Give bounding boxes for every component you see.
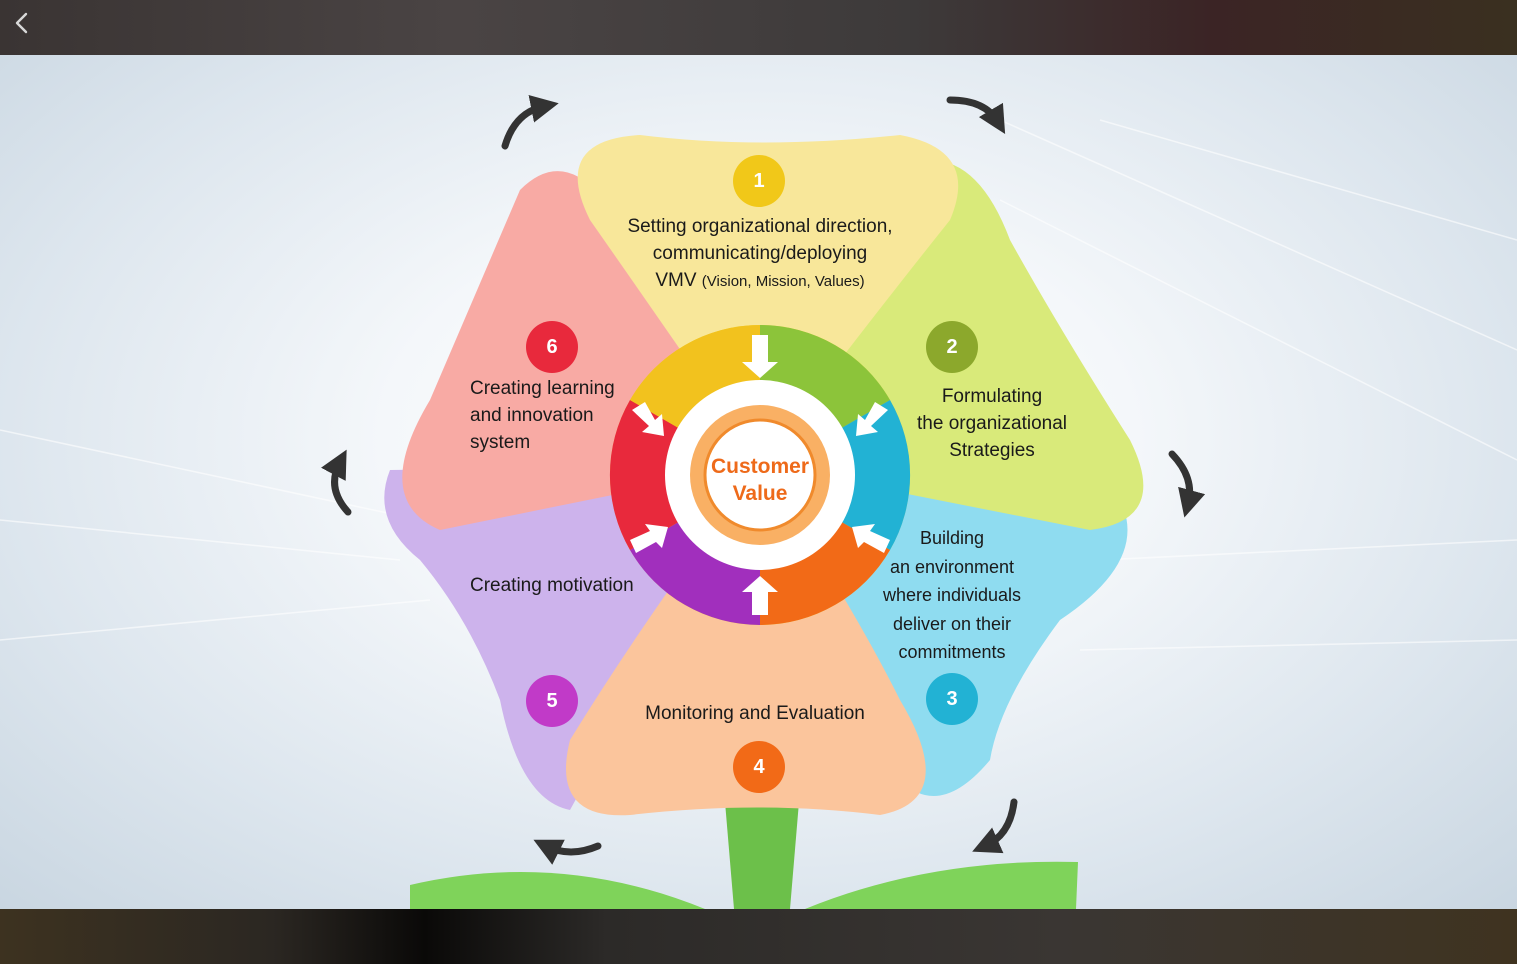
chevron-left-icon: [15, 12, 28, 34]
center-line-2: Value: [732, 482, 788, 505]
step-2-number-badge: 2: [926, 321, 978, 373]
curved-arrow-icon: [321, 449, 352, 516]
step-3-line-5: commitments: [898, 642, 1006, 662]
step-3-line-3: where individuals: [882, 585, 1022, 605]
curved-arrow-icon: [972, 798, 1018, 854]
center-line-1: Customer: [710, 455, 810, 478]
curved-arrow-icon: [1168, 450, 1206, 518]
back-button[interactable]: [6, 8, 38, 40]
center-customer-value: Customer Value: [690, 453, 830, 507]
step-1-vmv: VMV: [655, 270, 702, 291]
left-leaf: [410, 871, 705, 909]
step-1-label: Setting organizational direction, commun…: [600, 213, 920, 295]
arrow-in-1: [742, 335, 778, 378]
petal-4: [566, 465, 926, 816]
background-grid: [0, 119, 1517, 651]
step-5-line-1: Creating motivation: [470, 575, 634, 596]
arrow-in-3: [852, 524, 890, 553]
step-6-line-3: system: [470, 432, 531, 453]
step-4-number-badge: 4: [733, 741, 785, 793]
step-2-line-2: the organizational: [917, 413, 1067, 434]
center-ring: [609, 324, 911, 625]
step-5-number-badge: 5: [526, 675, 578, 727]
right-leaf: [805, 861, 1078, 909]
step-3-line-2: an environment: [889, 556, 1015, 577]
step-2-label: Formulating the organizational Strategie…: [892, 383, 1092, 464]
arrow-in-2: [856, 402, 888, 436]
step-3-line-4: deliver on their: [892, 613, 1012, 634]
stem: [724, 790, 800, 909]
step-1-line-2: communicating/deploying: [652, 243, 868, 264]
step-6-line-1: Creating learning: [470, 378, 615, 399]
step-5-label: Creating motivation: [470, 572, 670, 599]
step-1-number-badge: 1: [733, 155, 785, 207]
step-6-label: Creating learning and innovation system: [470, 375, 650, 456]
step-4-line-1: Monitoring and Evaluation: [645, 703, 865, 724]
step-4-label: Monitoring and Evaluation: [625, 700, 885, 727]
petal-1: [577, 135, 959, 465]
step-3-label: Building an environment where individual…: [862, 524, 1042, 667]
bottom-bar: [0, 909, 1517, 964]
step-6-line-2: and innovation: [470, 405, 594, 426]
step-1-line-3: VMV (Vision, Mission, Values): [600, 267, 920, 295]
cycle-arrows: [321, 95, 1206, 865]
step-3-line-1: Building: [919, 528, 985, 548]
step-6-number-badge: 6: [526, 321, 578, 373]
arrow-in-5: [630, 524, 668, 553]
arrow-in-6: [632, 402, 664, 436]
flower-diagram: [0, 95, 1517, 909]
top-bar: [0, 0, 1517, 55]
inward-arrows: [630, 335, 890, 615]
step-1-line-1: Setting organizational direction,: [627, 216, 893, 237]
curved-arrow-icon: [501, 95, 559, 150]
curved-arrow-icon: [533, 839, 602, 865]
curved-arrow-icon: [946, 96, 1006, 135]
arrow-in-4: [742, 576, 778, 615]
step-2-line-3: Strategies: [949, 440, 1035, 461]
step-1-vmv-expansion: (Vision, Mission, Values): [701, 273, 865, 290]
step-2-line-1: Formulating: [941, 386, 1043, 407]
diagram-canvas: 1 2 3 4 5 6 Setting organizational direc…: [0, 55, 1517, 909]
step-3-number-badge: 3: [926, 673, 978, 725]
